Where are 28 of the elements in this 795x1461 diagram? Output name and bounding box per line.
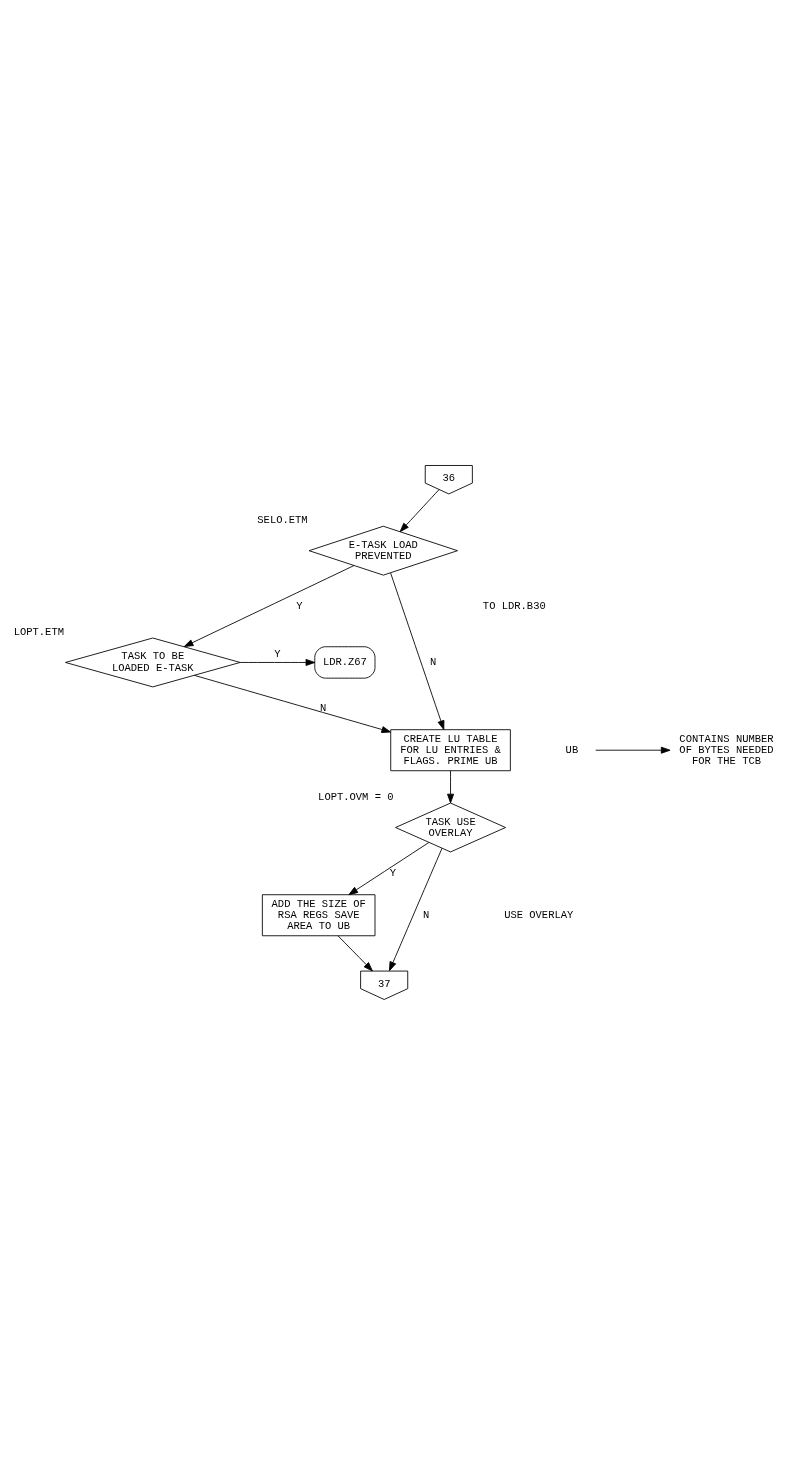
edge-label: Y	[389, 866, 397, 879]
node-label: LOPT.OVM = 0	[318, 790, 394, 803]
node-label: LOPT.ETM	[13, 625, 64, 638]
arrow	[399, 488, 440, 532]
arrow	[447, 770, 455, 803]
arrow	[389, 847, 443, 971]
node-text: UB	[565, 743, 579, 756]
edge-label: N	[422, 908, 430, 921]
edge-label: Y	[296, 599, 303, 612]
label: USE OVERLAY	[504, 908, 574, 921]
edge-label: Y	[274, 647, 281, 660]
node-diamond: TASK USE OVERLAY	[395, 802, 506, 852]
node-box: CREATE LU TABLE FOR LU ENTRIES & FLAGS. PRIME UB	[390, 728, 511, 771]
arrow	[390, 572, 445, 730]
node-label: SELO.ETM	[257, 513, 308, 526]
edge-label: N	[319, 701, 327, 714]
arrow	[194, 674, 392, 733]
label: TO LDR.B30	[482, 599, 546, 612]
arrow	[239, 658, 316, 666]
node-box: ADD THE SIZE OF RSA REGS SAVE AREA TO UB	[261, 893, 376, 936]
arrow	[348, 841, 430, 895]
arrow	[595, 746, 671, 754]
node-box: LDR.Z67	[314, 645, 376, 679]
edge-label: N	[429, 655, 437, 668]
arrow	[337, 934, 373, 971]
node-diamond: E-TASK LOAD PREVENTED	[308, 525, 458, 576]
arrow	[183, 564, 355, 647]
node-text: CONTAINS NUMBER OF BYTES NEEDED FOR THE TCB	[679, 732, 774, 767]
